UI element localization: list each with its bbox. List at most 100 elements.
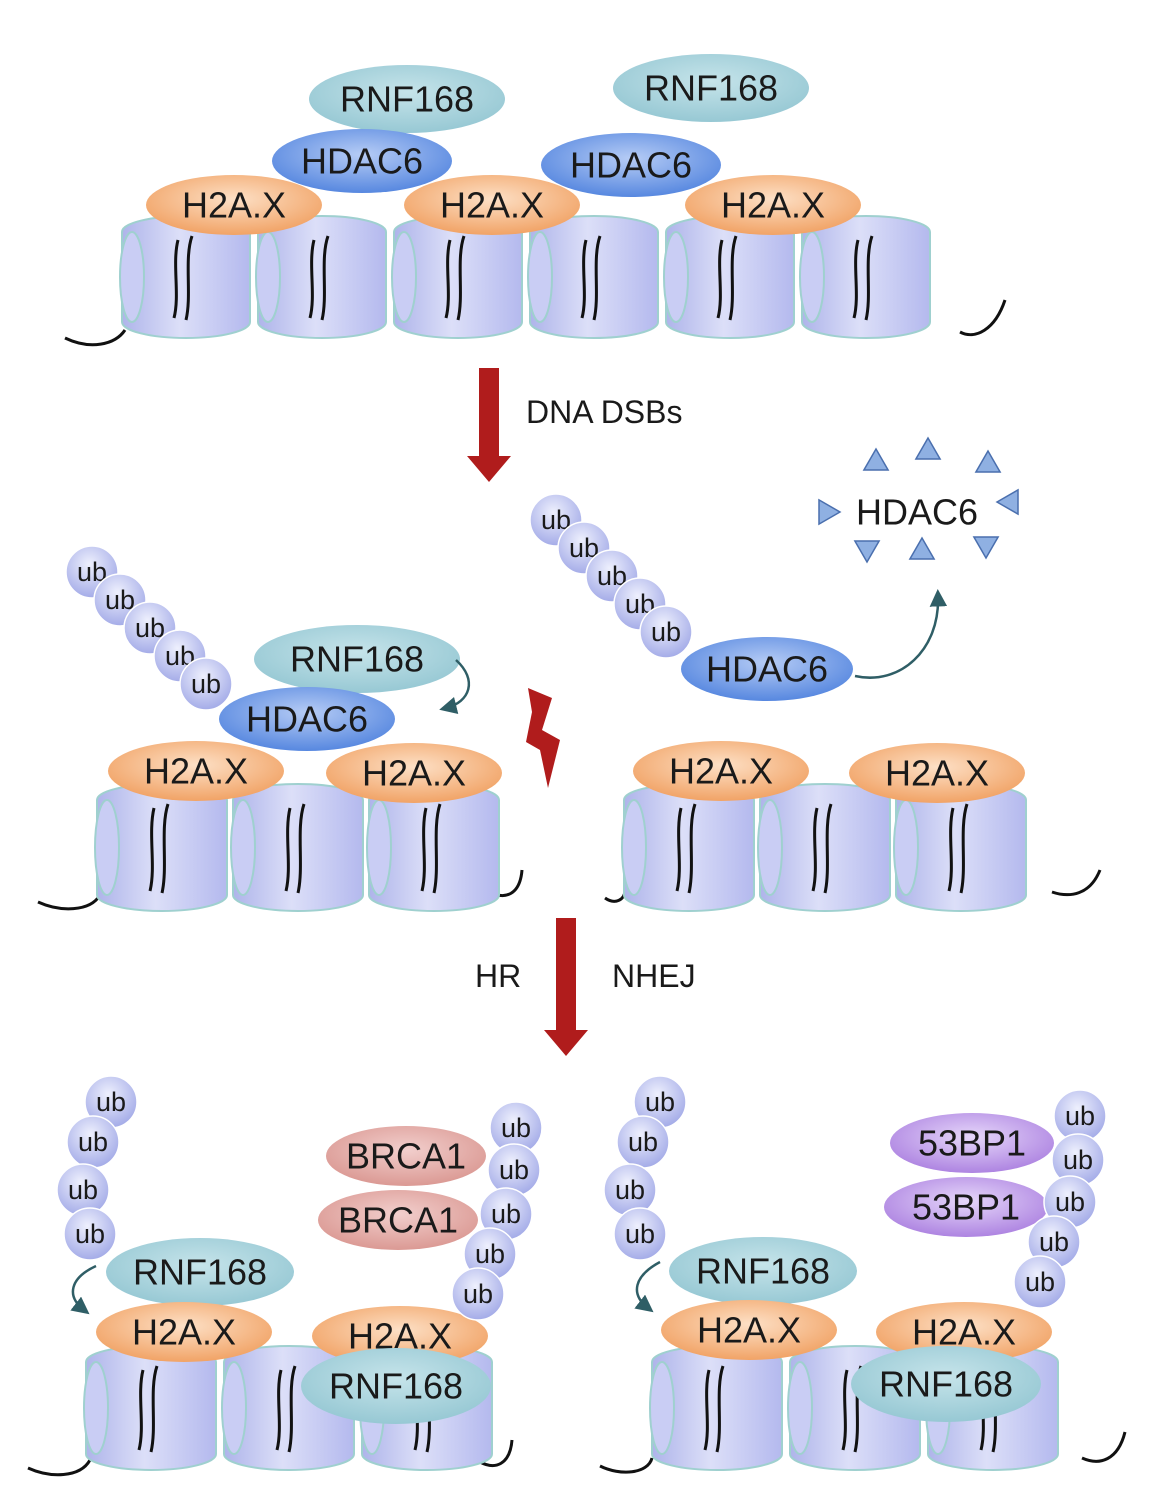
ubiquitin: ub [1053,1089,1107,1143]
h2ax-histone-label: H2A.X [885,753,989,794]
rnf168-protein-label: RNF168 [879,1364,1013,1405]
hdac6-protein: HDAC6 [541,133,721,197]
degradation-curved-arrow [854,589,948,679]
ubiquitin-label: ub [75,1219,105,1249]
nucleosome [799,215,931,339]
bp53-protein-label: 53BP1 [918,1123,1026,1164]
ubiquitin-label: ub [491,1199,521,1229]
nucleosome [391,215,523,339]
nucleosome [649,1345,783,1471]
ubiquitin-label: ub [1039,1227,1069,1257]
ubiquitin-label: ub [625,1219,655,1249]
ubiquitin-label: ub [1055,1187,1085,1217]
nucleosome [366,783,500,912]
hr-label: HR [475,958,521,994]
ubiquitin: ub [639,605,693,659]
ubiquitin: ub [1013,1255,1067,1309]
h2ax-histone: H2A.X [96,1302,272,1362]
ubiquitin-label: ub [96,1087,126,1117]
h2ax-histone-label: H2A.X [362,753,466,794]
h2ax-histone-label: H2A.X [132,1312,236,1353]
hdac6-protein-label: HDAC6 [301,141,423,182]
h2ax-histone-label: H2A.X [182,185,286,226]
rnf168-protein: RNF168 [851,1346,1041,1422]
rnf168-protein-label: RNF168 [696,1251,830,1292]
ubiquitin-label: ub [135,613,165,643]
h2ax-histone: H2A.X [876,1302,1052,1362]
ubiquitin: ub [603,1163,657,1217]
ubiquitin: ub [489,1101,543,1155]
triangle-fragment-icon [818,498,842,526]
hdac6-protein-label: HDAC6 [570,145,692,186]
nucleosome [230,783,364,912]
ubiquitin: ub [179,657,233,711]
dna-strand [27,1439,514,1477]
ubiquitin: ub [66,1115,120,1169]
rnf168-protein: RNF168 [106,1238,294,1306]
h2ax-histone-label: H2A.X [144,751,248,792]
dna-strand [599,1431,1127,1474]
rnf168-protein: RNF168 [669,1237,857,1305]
rnf168-protein: RNF168 [613,54,809,122]
recruit-curved-arrow [634,1260,661,1313]
ubiquitin: ub [63,1207,117,1261]
rnf168-protein: RNF168 [254,625,460,693]
ubiquitin: ub [479,1187,533,1241]
h2ax-histone: H2A.X [108,741,284,801]
bp53-protein: 53BP1 [884,1177,1048,1237]
brca1-protein-label: BRCA1 [346,1136,466,1177]
ubiquitin-label: ub [499,1155,529,1185]
ubiquitin: ub [84,1075,138,1129]
recruit-curved-arrow [70,1264,97,1315]
h2ax-histone-label: H2A.X [440,185,544,226]
h2ax-histone: H2A.X [404,175,580,235]
ubiquitin-label: ub [1065,1101,1095,1131]
hdac6-protein: HDAC6 [272,129,452,193]
triangle-fragment-icon [914,436,942,460]
dsb-arrow-label: DNA DSBs [526,394,682,430]
ubiquitin: ub [1043,1175,1097,1229]
dna-strand [64,299,1007,347]
brca1-protein: BRCA1 [318,1190,478,1250]
ubiquitin-label: ub [463,1279,493,1309]
ubiquitin-label: ub [475,1239,505,1269]
nucleosome [94,783,228,912]
ubiquitin: ub [451,1267,505,1321]
ubiquitin-label: ub [1063,1145,1093,1175]
h2ax-histone: H2A.X [633,741,809,801]
rnf168-protein: RNF168 [309,65,505,133]
triangle-fragment-icon [995,488,1019,516]
h2ax-histone-label: H2A.X [912,1312,1016,1353]
rnf168-protein: RNF168 [301,1348,491,1424]
ubiquitin: ub [613,1207,667,1261]
ubiquitin: ub [616,1115,670,1169]
ubiquitin-label: ub [628,1127,658,1157]
triangle-fragment-icon [972,536,1000,560]
rnf168-protein-label: RNF168 [133,1252,267,1293]
ubiquitin: ub [56,1163,110,1217]
bp53-protein-label: 53BP1 [912,1187,1020,1228]
ubiquitin: ub [487,1143,541,1197]
hdac6-protein-label: HDAC6 [706,649,828,690]
h2ax-histone: H2A.X [146,175,322,235]
ubiquitin: ub [1051,1133,1105,1187]
triangle-fragment-icon [862,447,890,471]
ubiquitin: ub [1027,1215,1081,1269]
hdac6-degraded-label: HDAC6 [856,492,978,533]
h2ax-histone-label: H2A.X [721,185,825,226]
brca1-protein-label: BRCA1 [338,1200,458,1241]
ubiquitin-label: ub [651,617,681,647]
nhej-label: NHEJ [612,958,696,994]
ubiquitin-label: ub [501,1113,531,1143]
h2ax-histone: H2A.X [849,743,1025,803]
ubiquitin-label: ub [645,1087,675,1117]
hdac6-protein: HDAC6 [681,637,853,701]
nucleosome [119,215,251,339]
triangle-fragment-icon [853,540,881,564]
nucleosome [83,1345,217,1471]
rnf168-protein-label: RNF168 [290,639,424,680]
ubiquitin-label: ub [68,1175,98,1205]
h2ax-histone: H2A.X [326,743,502,803]
h2ax-histone: H2A.X [685,175,861,235]
